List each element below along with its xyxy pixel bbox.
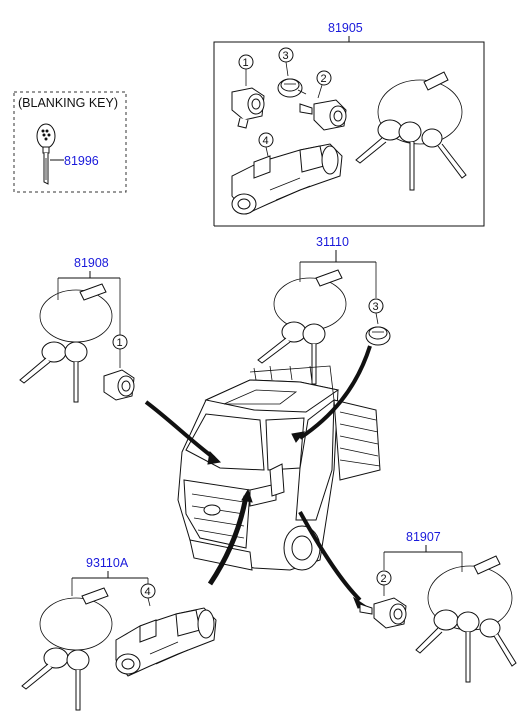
part-number-81907[interactable]: 81907 [406, 530, 441, 544]
group-81907: 81907 2 [359, 530, 517, 683]
door-lock-cylinder-81908 [103, 369, 135, 401]
key-set-31110 [257, 269, 347, 385]
svg-text:4: 4 [145, 586, 151, 598]
group-93110a: 93110A 4 [21, 556, 217, 711]
blanking-key-label: (BLANKING KEY) [18, 96, 118, 110]
cap-cylinder-part-3 [277, 78, 307, 98]
door-lock-cylinder-part-2 [299, 99, 347, 131]
group-31110: 31110 3 [257, 235, 391, 385]
group-81905: 81905 1 3 2 [213, 21, 485, 227]
door-lock-cylinder-part-1 [231, 87, 265, 129]
blanking-key-box [13, 91, 127, 193]
callout-2 [316, 70, 332, 86]
ignition-lock-part-4 [231, 143, 343, 215]
part-number-81905[interactable]: 81905 [328, 21, 363, 35]
cap-cylinder-31110 [365, 326, 391, 346]
key-set-81908 [19, 283, 113, 403]
svg-text:4: 4 [263, 135, 269, 147]
blanking-key-part-number[interactable]: 81996 [64, 154, 99, 168]
part-number-81908[interactable]: 81908 [74, 256, 109, 270]
group-81908: 81908 1 [19, 256, 135, 403]
ignition-lock-93110a [115, 607, 217, 677]
blanking-key-icon [36, 123, 56, 185]
truck-illustration [177, 365, 381, 571]
key-set-81907 [415, 555, 517, 683]
svg-text:2: 2 [321, 73, 327, 85]
door-lock-cylinder-81907 [359, 597, 407, 629]
svg-text:2: 2 [381, 573, 387, 585]
leader-arrows [144, 345, 372, 609]
svg-text:1: 1 [117, 337, 123, 349]
key-set-81905 [355, 71, 467, 191]
svg-text:1: 1 [243, 57, 249, 69]
blanking-key-section: (BLANKING KEY) 81996 [13, 91, 127, 193]
key-set-93110a [21, 587, 113, 711]
svg-text:3: 3 [373, 301, 379, 313]
svg-text:3: 3 [283, 50, 289, 62]
group-81905-box [213, 41, 485, 227]
part-number-93110a[interactable]: 93110A [86, 556, 129, 570]
part-number-31110[interactable]: 31110 [316, 235, 349, 249]
